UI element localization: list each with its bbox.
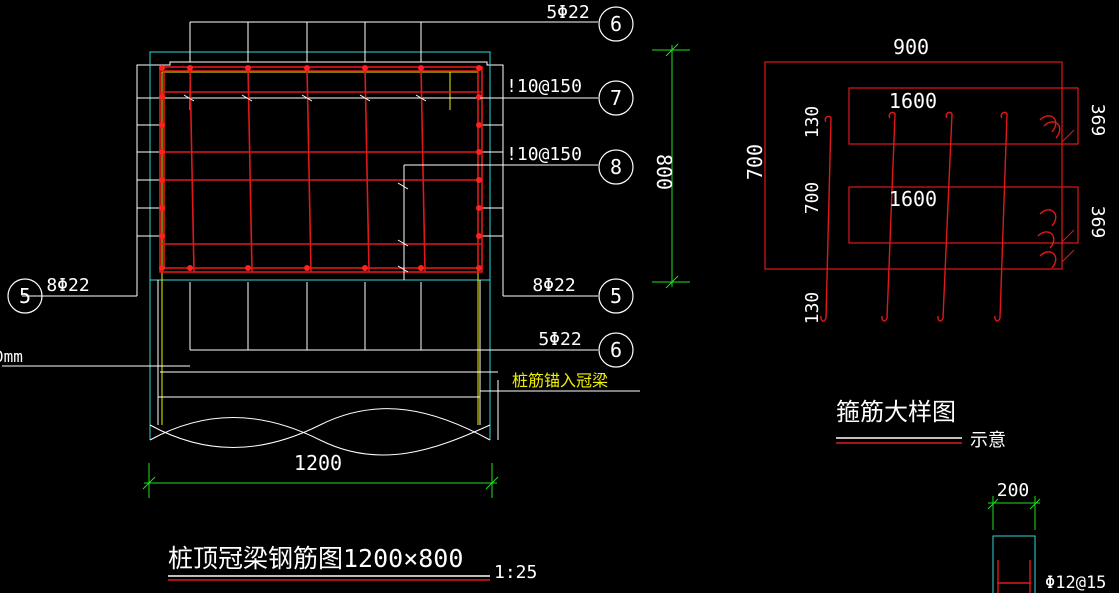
- top-bar-leaders: [189, 21, 598, 62]
- detail-title: 箍筋大样图: [836, 398, 956, 426]
- callout-left-side-tag: 5: [19, 284, 31, 308]
- callout-left-side-label: 8Φ22: [46, 275, 89, 296]
- callout-top-bar-label: 5Φ22: [546, 2, 589, 23]
- stirrup-cage: [159, 66, 483, 273]
- detail-right-bottom: 369: [1087, 206, 1108, 239]
- callout-right-bottom-tag: 5: [610, 284, 622, 308]
- small-detail: 200 Φ12@15: [987, 480, 1106, 593]
- crown-beam-section: 1200 800 5Φ22 6 !10@150 7 !10@150 8: [0, 2, 690, 583]
- stirrup-detail-upper-box: [848, 87, 1079, 145]
- detail-dim-width: 900: [893, 35, 929, 59]
- stirrup-hatch: [183, 94, 598, 280]
- break-line-2: [149, 408, 491, 448]
- pile-white-lines: [2, 280, 499, 440]
- callout-left-side-circle: [7, 278, 43, 314]
- callout-stirrup-a: !10@150 7: [480, 76, 634, 116]
- detail-hook-2: 1600: [889, 187, 937, 211]
- detail-right-top: 369: [1087, 104, 1108, 137]
- callout-stirrup-a-circle: [598, 80, 634, 116]
- callout-right-bottom: 8Φ22 5: [532, 275, 634, 314]
- detail-left-top: 130: [802, 106, 823, 139]
- stirrup-detail-lower-box: [848, 186, 1079, 244]
- dim-height-label: 800: [652, 154, 676, 190]
- callout-bottom-bar-circle: [598, 332, 634, 368]
- dim-width: [142, 463, 499, 498]
- detail-subtitle: 示意: [970, 430, 1006, 451]
- scale-label: 1:25: [494, 562, 537, 583]
- detail-left-bottom: 130: [802, 292, 823, 325]
- small-label: Φ12@15: [1045, 573, 1106, 593]
- section-outline: [136, 61, 504, 296]
- callout-bottom-bar-tag: 6: [610, 338, 622, 362]
- dim-width-label: 1200: [294, 451, 342, 475]
- callout-right-bottom-label: 8Φ22: [532, 275, 575, 296]
- callout-stirrup-a-label: !10@150: [506, 76, 582, 97]
- hooked-bars: [820, 111, 1061, 322]
- cut-text: 0mm: [0, 347, 23, 366]
- small-dim: [987, 496, 1041, 530]
- pile-outline-cyan: [149, 51, 491, 440]
- small-outline: [992, 535, 1036, 593]
- callout-stirrup-b-circle: [598, 149, 634, 185]
- break-line: [149, 417, 491, 456]
- stirrup-detail-outline: [764, 61, 1063, 270]
- detail-left-mid: 700: [802, 182, 823, 215]
- callout-stirrup-b: !10@150 8: [506, 144, 634, 185]
- dim-height: [652, 43, 690, 289]
- callout-top-bar: 5Φ22 6: [546, 2, 634, 42]
- main-title: 桩顶冠梁钢筋图1200×800: [168, 544, 463, 573]
- detail-hook-1: 1600: [889, 89, 937, 113]
- callout-right-bottom-circle: [598, 278, 634, 314]
- callout-bottom-bar-label: 5Φ22: [538, 329, 581, 350]
- callout-left-side: 5 8Φ22: [7, 275, 90, 314]
- callout-top-bar-circle: [598, 6, 634, 42]
- callout-bottom-bar: 5Φ22 6: [538, 329, 634, 368]
- callout-top-bar-tag: 6: [610, 12, 622, 36]
- longitudinal-bars: [159, 65, 482, 271]
- stirrup-detail: 900 700 1600 1600 130 700 130 369 369 箍筋…: [743, 35, 1108, 451]
- callout-stirrup-b-tag: 8: [610, 155, 622, 179]
- callout-stirrup-b-label: !10@150: [506, 144, 582, 165]
- anchor-note: 桩筋锚入冠梁: [512, 371, 608, 390]
- detail-dim-height: 700: [743, 144, 767, 180]
- callout-stirrup-a-tag: 7: [610, 86, 622, 110]
- detail-hatches: [1061, 129, 1075, 263]
- small-dim-label: 200: [997, 480, 1030, 501]
- bottom-bar-leaders: [189, 282, 598, 351]
